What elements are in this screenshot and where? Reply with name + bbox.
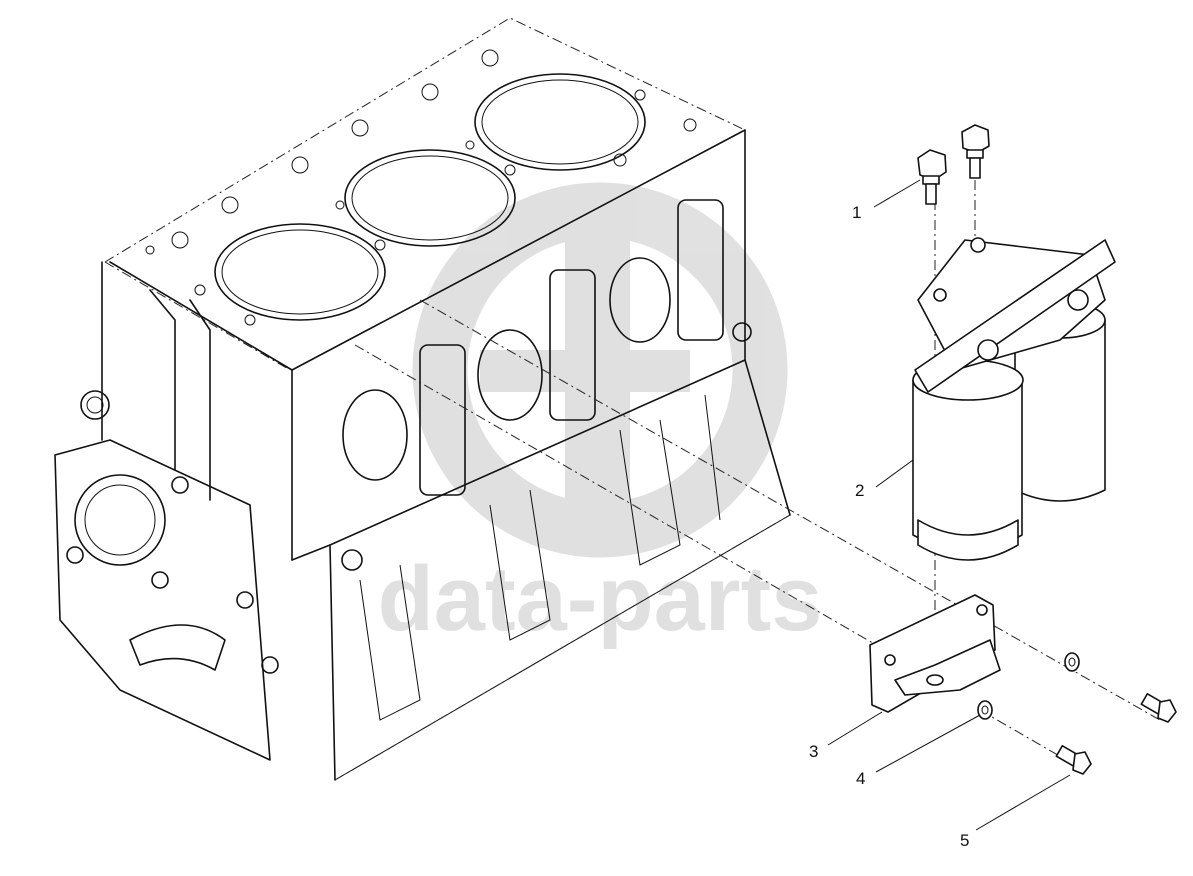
watermark-logo: data-parts (378, 182, 823, 650)
watermark-text: data-parts (378, 548, 823, 650)
callout-leaders (827, 179, 1071, 831)
engine-block (54, 17, 791, 781)
callout-1-label: 1 (852, 203, 861, 222)
bolt-part-1 (917, 124, 990, 205)
callout-4-label: 4 (856, 769, 865, 788)
deck-holes (145, 49, 697, 326)
filter-assembly-part-2 (912, 237, 1116, 561)
screw-part-5 (1055, 693, 1177, 775)
callout-2-label: 2 (855, 481, 864, 500)
bracket-part-3 (869, 594, 1001, 713)
washer-part-4 (977, 652, 1080, 720)
callout-5-label: 5 (960, 831, 969, 850)
callout-3-label: 3 (809, 742, 818, 761)
callout-labels: 1 2 3 4 5 (809, 203, 969, 850)
